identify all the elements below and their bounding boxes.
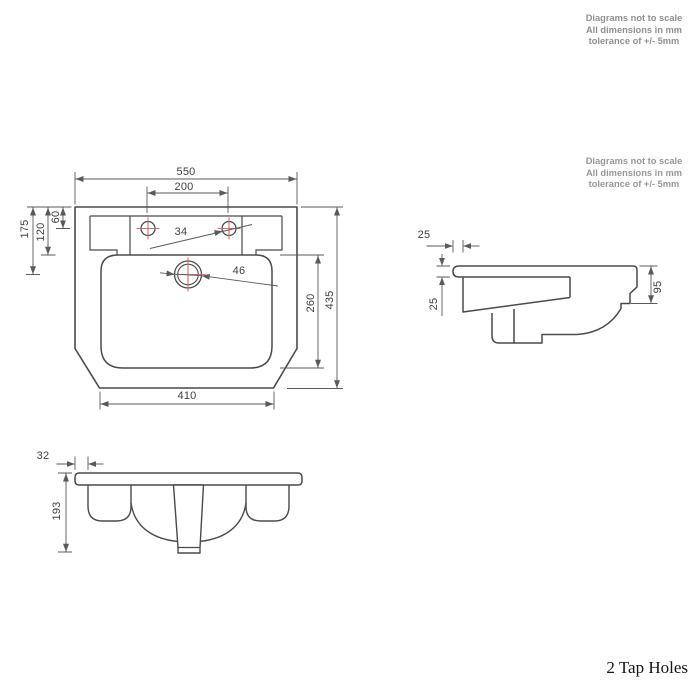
product-config-label: 2 Tap Holes [606, 658, 688, 677]
front-view-dimensions [56, 456, 104, 553]
dim-drain-setback: 175 [19, 219, 31, 239]
dim-side-rim-thickness: 25 [428, 297, 440, 311]
tap-hole-right-crosshair [217, 217, 241, 240]
dim-tap-hole-dia: 34 [174, 226, 188, 238]
top-view [26, 172, 343, 410]
note-line: Diagrams not to scale [585, 156, 683, 166]
dim-drain-dia: 46 [232, 265, 246, 277]
tap-hole-left [136, 217, 160, 240]
dim-base-width: 410 [177, 390, 197, 402]
tap-hole-left-crosshair [136, 217, 160, 240]
dim-tap-setback: 60 [50, 210, 62, 224]
tap-hole-right [217, 217, 241, 240]
top-view-inner-ledge [89, 215, 283, 255]
side-view-dimensions [426, 240, 658, 316]
top-view-dimensions [26, 172, 343, 410]
front-view [56, 456, 303, 554]
dim-front-rim-overhang: 32 [36, 450, 50, 462]
dim-overall-width: 550 [176, 166, 196, 178]
dim-bowl-length: 260 [305, 293, 317, 313]
dim-bowl-setback: 120 [35, 222, 47, 242]
drawing-notes-side: Diagrams not to scale All dimensions in … [582, 156, 686, 191]
top-view-outline [74, 206, 298, 389]
drawing-notes-top: Diagrams not to scale All dimensions in … [582, 13, 686, 48]
front-view-rim [74, 472, 303, 486]
note-line: tolerance of +/- 5mm [588, 179, 680, 189]
note-line: All dimensions in mm [585, 167, 683, 178]
note-line: Diagrams not to scale [585, 13, 683, 23]
side-view-profile [452, 265, 638, 344]
dim-front-height: 193 [51, 501, 63, 521]
dim-overall-depth: 435 [324, 290, 336, 310]
dim-side-back-height: 95 [652, 280, 664, 294]
front-view-waste [172, 484, 205, 554]
note-line: All dimensions in mm [585, 24, 683, 35]
top-view-bowl [100, 254, 273, 369]
dim-tap-centres: 200 [174, 181, 194, 193]
dim-side-rim-overhang: 25 [417, 229, 431, 241]
side-view [426, 240, 658, 344]
note-line: tolerance of +/- 5mm [588, 36, 680, 46]
